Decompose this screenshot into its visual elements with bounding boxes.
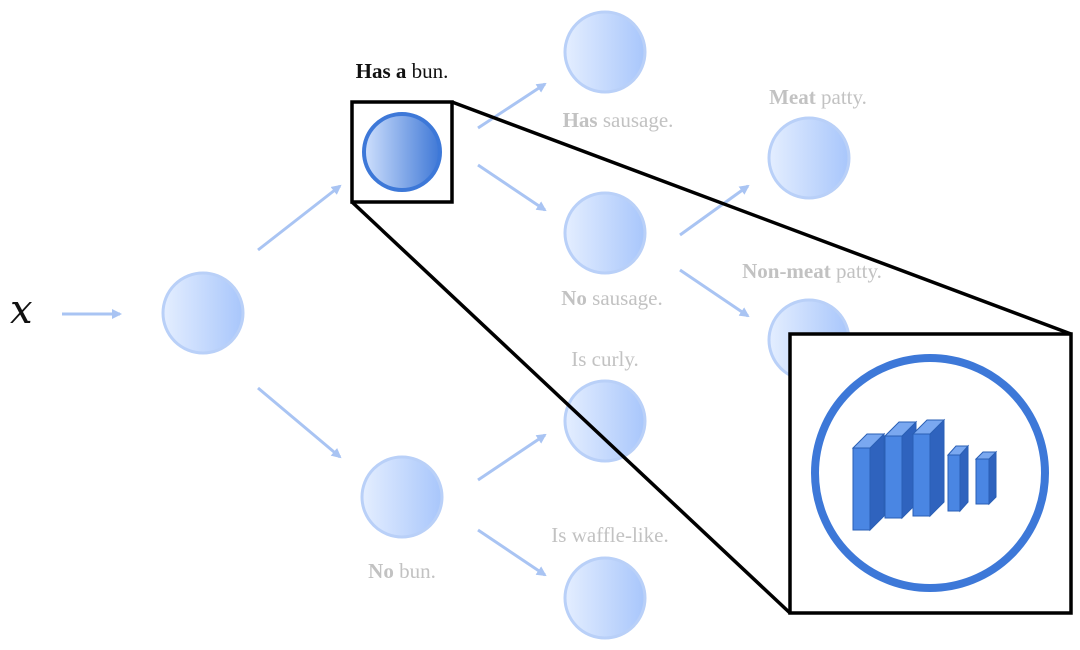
label-is-waffle: Is waffle-like. xyxy=(551,523,668,547)
node-has-bun xyxy=(362,112,442,192)
node-is-curly xyxy=(563,379,647,463)
label-no-sausage: No sausage. xyxy=(561,286,662,310)
node-is-waffle xyxy=(563,556,647,640)
edge-nosausage-meat xyxy=(679,184,750,237)
edges xyxy=(62,82,750,577)
node-no-bun xyxy=(360,455,444,539)
label-is-curly: Is curly. xyxy=(571,347,638,371)
zoom-projection-lines xyxy=(350,100,1072,615)
edge-root-hasbun xyxy=(257,184,342,252)
edge-nobun-curly xyxy=(477,433,547,482)
label-has-sausage: Has sausage. xyxy=(563,108,674,132)
neural-network-icon xyxy=(851,418,998,532)
edge-root-nobun xyxy=(257,386,342,459)
root-node xyxy=(161,271,245,355)
node-has-sausage xyxy=(563,10,647,94)
zoom-line-bottom xyxy=(350,200,792,615)
label-non-meat-patty: Non-meat patty. xyxy=(742,259,882,283)
edge-nobun-waffle xyxy=(477,528,547,577)
edge-hasbun-hassausage xyxy=(477,82,547,130)
label-has-bun: Has a bun. xyxy=(356,59,449,83)
zoom-line-top xyxy=(451,100,1072,336)
node-no-sausage xyxy=(563,191,647,275)
node-meat-patty xyxy=(767,116,851,200)
label-meat-patty: Meat patty. xyxy=(769,85,867,109)
input-variable-label: x xyxy=(10,287,33,333)
label-no-bun: No bun. xyxy=(368,559,436,583)
nodes xyxy=(161,10,851,640)
edge-hasbun-nosausage xyxy=(477,163,547,212)
edge-nosausage-nonmeat xyxy=(679,268,750,318)
zoom-inset xyxy=(788,332,1073,615)
